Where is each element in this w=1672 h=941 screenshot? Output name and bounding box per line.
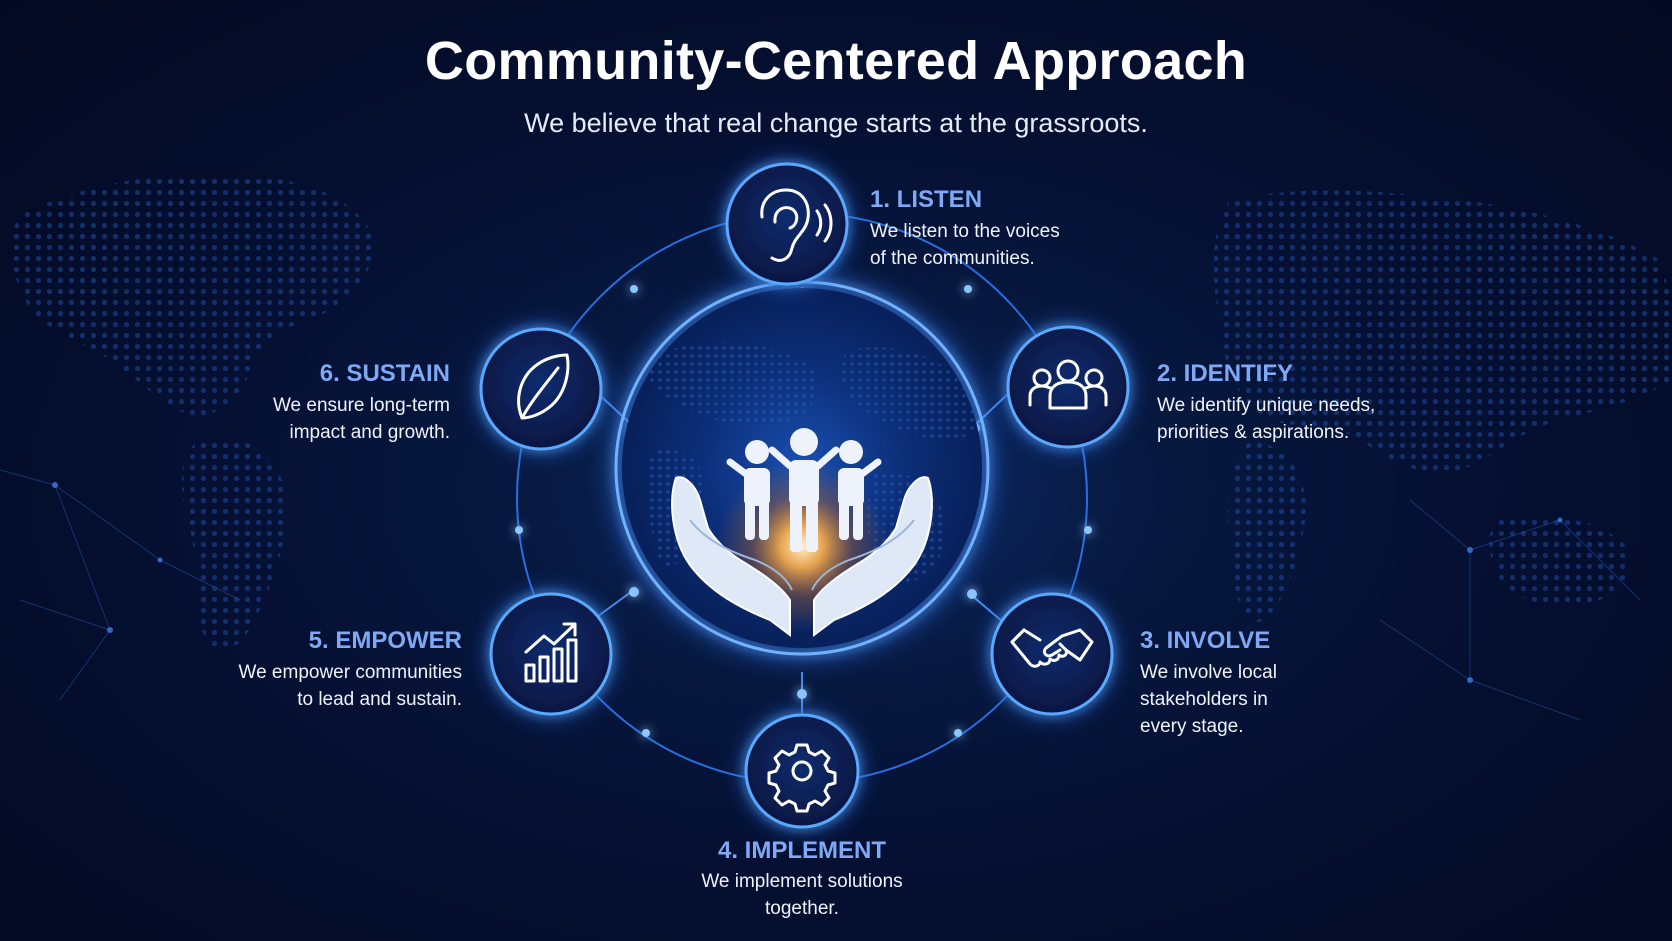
network-lines — [0, 469, 1641, 721]
growth-chart-icon — [524, 622, 578, 683]
page-subtitle: We believe that real change starts at th… — [524, 108, 1148, 138]
gear-icon — [767, 743, 837, 813]
step-nodes — [475, 158, 1134, 833]
step-5-description: We empower communities to lead and susta… — [238, 662, 462, 710]
hands-holding-people-icon — [671, 428, 933, 637]
step-4-description: We implement solutions together. — [701, 871, 903, 919]
node-identify — [1002, 321, 1134, 453]
step-2-description: We identify unique needs, priorities & a… — [1157, 395, 1376, 443]
step-6-title: 6. SUSTAIN — [319, 360, 450, 387]
handshake-icon — [1010, 628, 1094, 668]
step-3-description: We involve local stakeholders in every s… — [1140, 662, 1277, 737]
world-map-dots — [10, 174, 1672, 651]
node-listen — [721, 158, 853, 290]
step-4-title: 4. IMPLEMENT — [717, 837, 886, 864]
step-6-description: We ensure long-term impact and growth. — [272, 395, 450, 443]
step-1-title: 1. LISTEN — [870, 186, 983, 213]
node-implement — [740, 709, 864, 833]
step-1-description: We listen to the voices of the communiti… — [870, 221, 1060, 269]
step-3-title: 3. INVOLVE — [1140, 627, 1271, 654]
step-5-title: 5. EMPOWER — [308, 627, 462, 654]
node-empower — [485, 588, 617, 720]
ear-icon — [760, 188, 833, 262]
step-2-title: 2. IDENTIFY — [1157, 360, 1294, 387]
people-group-icon — [1028, 359, 1108, 410]
page-title: Community-Centered Approach — [424, 31, 1248, 91]
leaf-icon — [517, 353, 570, 420]
